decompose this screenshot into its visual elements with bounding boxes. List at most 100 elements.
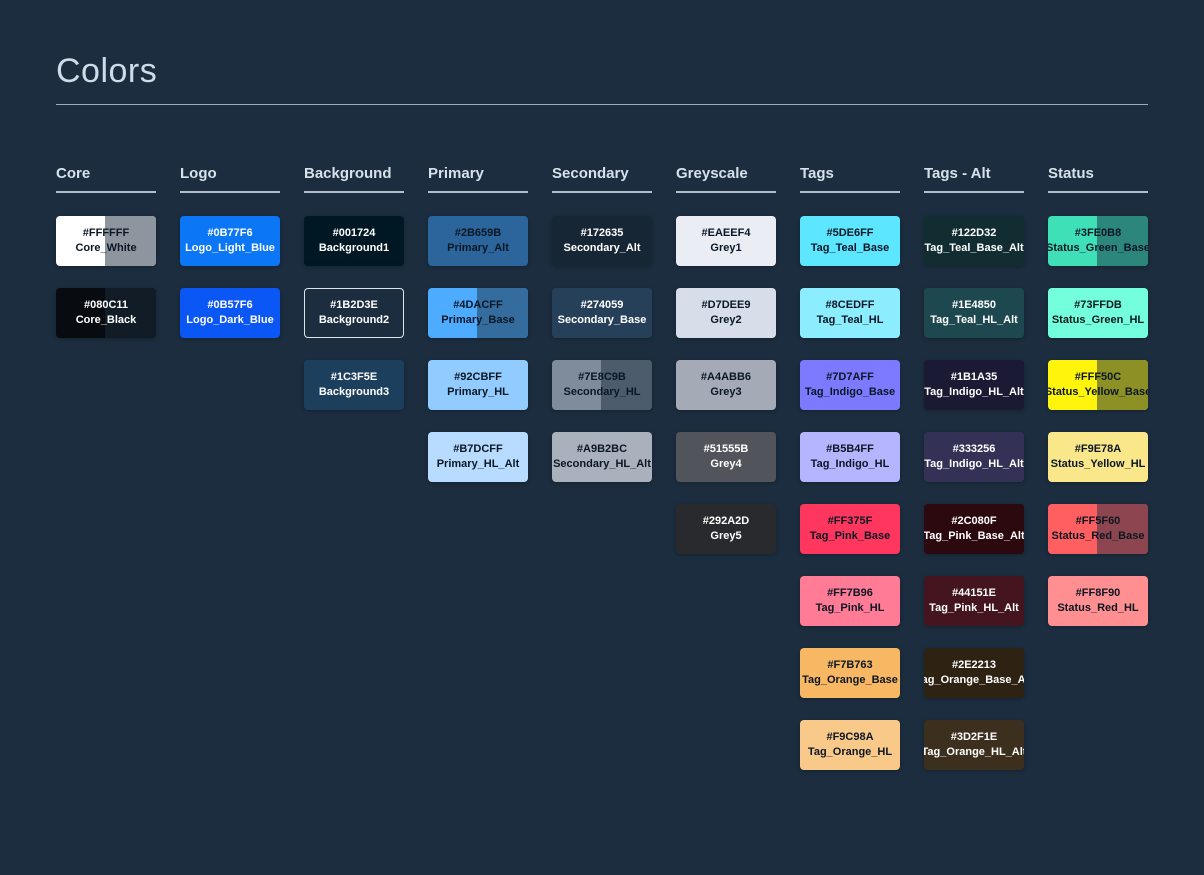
swatch-hex: #F9E78A: [1074, 443, 1122, 455]
color-swatch: #080C11 Core_Black: [56, 288, 156, 338]
color-swatch: #1E4850 Tag_Teal_HL_Alt: [924, 288, 1024, 338]
swatch-hex: #A9B2BC: [576, 443, 628, 455]
palette-column: Tags #5DE6FF Tag_Teal_Base #8CEDFF Tag_T…: [800, 165, 900, 770]
swatch-hex: #5DE6FF: [826, 227, 874, 239]
color-swatch: #001724 Background1: [304, 216, 404, 266]
swatch-split-overlay: [105, 216, 156, 266]
color-swatch: #F9C98A Tag_Orange_HL: [800, 720, 900, 770]
column-header-label: Tags: [800, 165, 900, 193]
swatch-hex: #1B2D3E: [330, 299, 378, 311]
swatch-label: Primary_HL_Alt: [436, 458, 520, 470]
color-swatch: #3D2F1E Tag_Orange_HL_Alt: [924, 720, 1024, 770]
color-swatch: #FF8F90 Status_Red_HL: [1048, 576, 1148, 626]
swatch-label: Core_White: [75, 242, 137, 254]
column-header-label: Logo: [180, 165, 280, 193]
color-swatch: #FF375F Tag_Pink_Base: [800, 504, 900, 554]
swatch-list: #2B659B Primary_Alt #4DACFF Primary_Base…: [428, 216, 528, 482]
swatch-split-overlay: [601, 360, 652, 410]
palette-column: Tags - Alt #122D32 Tag_Teal_Base_Alt #1E…: [924, 165, 1024, 770]
swatch-label: Grey4: [710, 458, 742, 470]
swatch-hex: #7E8C9B: [578, 371, 626, 383]
swatch-label: Tag_Pink_HL_Alt: [929, 602, 1019, 614]
swatch-label: Grey1: [710, 242, 742, 254]
swatch-hex: #FFF50C: [1074, 371, 1122, 383]
color-swatch: #FFF50C Status_Yellow_Base: [1048, 360, 1148, 410]
swatch-hex: #3FE0B8: [1074, 227, 1122, 239]
column-header-label: Primary: [428, 165, 528, 193]
swatch-split-overlay: [1097, 504, 1148, 554]
swatch-hex: #001724: [332, 227, 376, 239]
swatch-split-overlay: [477, 288, 528, 338]
swatch-split-overlay: [1097, 216, 1148, 266]
color-swatch: #B7DCFF Primary_HL_Alt: [428, 432, 528, 482]
color-swatch: #122D32 Tag_Teal_Base_Alt: [924, 216, 1024, 266]
page-title: Colors: [56, 52, 158, 90]
swatch-split-overlay: [105, 288, 156, 338]
swatch-hex: #2E2213: [951, 659, 997, 671]
swatch-label: Background1: [318, 242, 390, 254]
swatch-hex: #44151E: [951, 587, 997, 599]
swatch-hex: #F9C98A: [826, 731, 874, 743]
column-header-label: Greyscale: [676, 165, 776, 193]
swatch-hex: #080C11: [83, 299, 129, 311]
swatch-label: Primary_Base: [441, 314, 515, 326]
swatch-label: Tag_Teal_Base_Alt: [924, 242, 1024, 254]
swatch-label: Secondary_Alt: [563, 242, 641, 254]
swatch-hex: #4DACFF: [453, 299, 503, 311]
color-swatch: #FF5F60 Status_Red_Base: [1048, 504, 1148, 554]
swatch-list: #5DE6FF Tag_Teal_Base #8CEDFF Tag_Teal_H…: [800, 216, 900, 770]
swatch-label: Tag_Orange_Base: [802, 674, 898, 686]
swatch-label: Tag_Pink_Base_Alt: [924, 530, 1024, 542]
swatch-hex: #B7DCFF: [453, 443, 503, 455]
swatch-label: Grey3: [710, 386, 742, 398]
column-header-label: Status: [1048, 165, 1148, 193]
swatch-hex: #172635: [580, 227, 624, 239]
swatch-hex: #292A2D: [702, 515, 750, 527]
swatch-label: Background2: [318, 314, 390, 326]
swatch-label: Secondary_HL_Alt: [553, 458, 651, 470]
color-swatch: #2B659B Primary_Alt: [428, 216, 528, 266]
color-swatch: #F7B763 Tag_Orange_Base: [800, 648, 900, 698]
palette-column: Background #001724 Background1 #1B2D3E B…: [304, 165, 404, 770]
swatch-hex: #7D7AFF: [826, 371, 874, 383]
color-swatch: #EAEEF4 Grey1: [676, 216, 776, 266]
swatch-hex: #A4ABB6: [700, 371, 752, 383]
color-swatch: #0B57F6 Logo_Dark_Blue: [180, 288, 280, 338]
color-swatch: #4DACFF Primary_Base: [428, 288, 528, 338]
swatch-hex: #1B1A35: [950, 371, 998, 383]
color-swatch: #274059 Secondary_Base: [552, 288, 652, 338]
swatch-hex: #FFFFFF: [82, 227, 130, 239]
color-swatch: #FFFFFF Core_White: [56, 216, 156, 266]
color-swatch: #A9B2BC Secondary_HL_Alt: [552, 432, 652, 482]
color-swatch: #5DE6FF Tag_Teal_Base: [800, 216, 900, 266]
swatch-label: Tag_Indigo_HL: [810, 458, 890, 470]
color-swatch: #292A2D Grey5: [676, 504, 776, 554]
swatch-label: Status_Green_HL: [1051, 314, 1145, 326]
swatch-hex: #0B57F6: [207, 299, 253, 311]
swatch-label: Grey2: [710, 314, 742, 326]
color-swatch: #2E2213 Tag_Orange_Base_Alt: [924, 648, 1024, 698]
colors-page: Colors Core #FFFFFF Core_White #080C11 C…: [0, 52, 1204, 875]
palette-columns: Core #FFFFFF Core_White #080C11 Core_Bla…: [56, 165, 1148, 770]
swatch-label: Primary_HL: [447, 386, 509, 398]
palette-column: Logo #0B77F6 Logo_Light_Blue #0B57F6 Log…: [180, 165, 280, 770]
swatch-label: Tag_Indigo_HL_Alt: [924, 386, 1024, 398]
column-header-label: Tags - Alt: [924, 165, 1024, 193]
color-swatch: #7E8C9B Secondary_HL: [552, 360, 652, 410]
swatch-hex: #D7DEE9: [701, 299, 751, 311]
swatch-list: #172635 Secondary_Alt #274059 Secondary_…: [552, 216, 652, 482]
swatch-list: #001724 Background1 #1B2D3E Background2 …: [304, 216, 404, 410]
swatch-label: Tag_Indigo_Base: [804, 386, 896, 398]
title-divider: [56, 104, 1148, 105]
swatch-label: Tag_Orange_HL: [807, 746, 893, 758]
swatch-hex: #122D32: [951, 227, 997, 239]
swatch-hex: #1C3F5E: [330, 371, 378, 383]
color-swatch: #51555B Grey4: [676, 432, 776, 482]
color-swatch: #0B77F6 Logo_Light_Blue: [180, 216, 280, 266]
swatch-hex: #3D2F1E: [950, 731, 998, 743]
color-swatch: #2C080F Tag_Pink_Base_Alt: [924, 504, 1024, 554]
swatch-label: Grey5: [710, 530, 742, 542]
swatch-label: Tag_Pink_Base: [809, 530, 891, 542]
swatch-list: #122D32 Tag_Teal_Base_Alt #1E4850 Tag_Te…: [924, 216, 1024, 770]
color-swatch: #F9E78A Status_Yellow_HL: [1048, 432, 1148, 482]
